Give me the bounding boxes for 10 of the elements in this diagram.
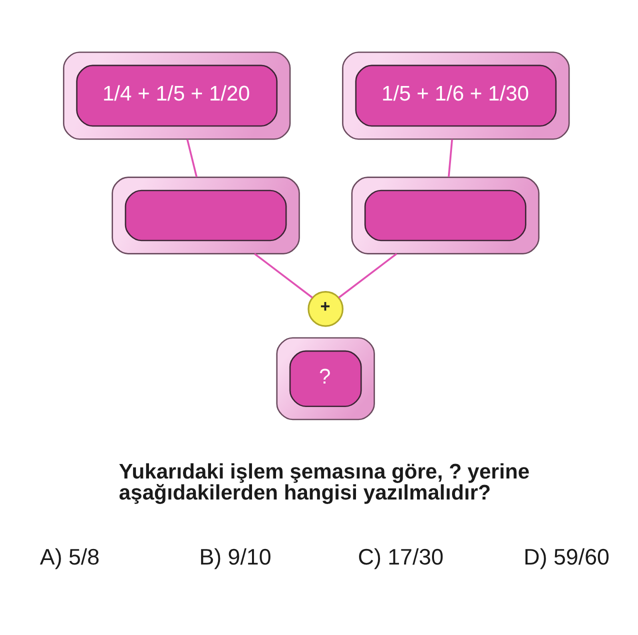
label: A) 5/8 (40, 544, 100, 570)
connector (448, 139, 453, 178)
connector (186, 139, 198, 178)
label: Yukarıdaki işlem şemasına göre, ? yerine aşağıdakilerden hangisi yazılmalıdır? (118, 460, 530, 505)
label: D) 59/60 (524, 544, 610, 570)
label: B) 9/10 (199, 544, 272, 570)
connector (338, 253, 398, 298)
label: C) 17/30 (358, 544, 444, 570)
connector (254, 253, 313, 298)
node-circle: + (308, 291, 344, 327)
